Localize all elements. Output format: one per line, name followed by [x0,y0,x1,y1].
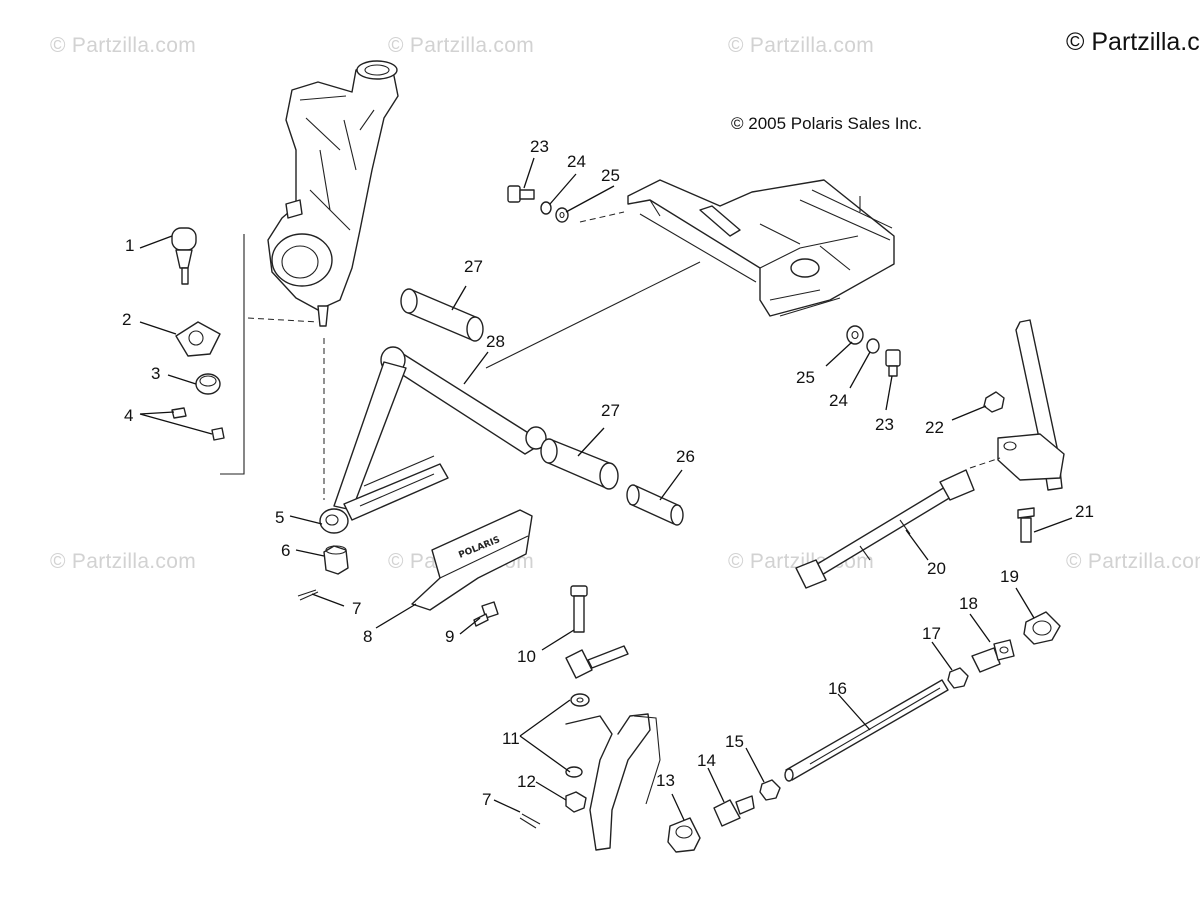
callout-23-upper: 23 [530,137,549,156]
callout-27-upper: 27 [464,257,483,276]
callout-28: 28 [486,332,505,351]
callout-2: 2 [122,310,132,329]
castle-nut [323,545,349,575]
assembly-line [485,261,701,369]
frame-bolt-lower [885,349,901,377]
watermark: © Partzilla.com [50,34,197,57]
callout-7-lower: 7 [482,790,492,809]
tie-rod-20 [795,469,975,589]
callout-9: 9 [445,627,455,646]
steering-bracket [565,713,661,851]
callout-24-lower: 24 [829,391,848,410]
callout-25-upper: 25 [601,166,620,185]
watermark: © Partzilla.com [388,34,535,57]
main-frame [579,179,895,317]
nut-22 [983,391,1005,413]
assembly-line [247,317,319,323]
lock-washer-upper [540,201,552,215]
group-bracket [220,234,245,475]
cotter-pin-lower [519,813,541,829]
callout-13: 13 [656,771,675,790]
callout-10: 10 [517,647,536,666]
callout-25-lower: 25 [796,368,815,387]
callout-27-lower: 27 [601,401,620,420]
washer-11-lower [565,766,583,778]
callout-5: 5 [275,508,285,527]
callout-24-upper: 24 [567,152,586,171]
tie-rod-end-14 [713,795,755,827]
callout-15: 15 [725,732,744,751]
callout-4: 4 [124,406,134,425]
tie-rod-end-center [565,645,629,679]
pivot-tube-lower [540,438,619,490]
callout-7: 7 [352,599,362,618]
rod-end-18 [971,639,1015,673]
jam-nut-15 [759,779,781,801]
a-arm-guard: POLARIS [411,509,533,611]
jam-nut-17 [947,667,969,689]
watermark: © Partzilla.com [1066,550,1200,573]
callout-22: 22 [925,418,944,437]
cotter-pins-4 [171,407,225,441]
washer-11-upper [570,693,590,707]
callout-11: 11 [502,729,520,748]
tie-rod [784,679,949,782]
callout-8: 8 [363,627,373,646]
copyright-notice: © 2005 Polaris Sales Inc. [731,114,923,133]
ball-joint [171,227,197,285]
bushing [626,484,684,526]
callout-17: 17 [922,624,941,643]
callout-16: 16 [828,679,847,698]
watermark: © Partzilla.com [50,550,197,573]
ball-joint-plate [175,321,221,357]
callout-14: 14 [697,751,716,770]
a-arm [319,346,547,534]
steering-knuckle [267,60,399,327]
callout-6: 6 [281,541,291,560]
tie-rod-end-13 [667,817,701,853]
lock-washer-lower [866,338,880,354]
pivot-tube-upper [400,288,484,342]
callout-3: 3 [151,364,161,383]
nut-12 [565,791,587,813]
callout-23-lower: 23 [875,415,894,434]
corner-watermark: © Partzilla.c [1066,28,1200,56]
callout-26: 26 [676,447,695,466]
callout-12: 12 [517,772,536,791]
callout-19: 19 [1000,567,1019,586]
callout-21: 21 [1075,502,1094,521]
watermark: © Partzilla.com [728,34,875,57]
callout-20: 20 [927,559,946,578]
cotter-pin [297,589,319,601]
frame-bolt-upper [507,185,535,203]
steering-post [997,319,1065,491]
callout-1: 1 [125,236,135,255]
rod-end-19 [1023,611,1061,645]
washer-lower [846,325,864,345]
bolt-21 [1017,507,1035,543]
tie-rod-bolt [570,585,588,633]
callout-18: 18 [959,594,978,613]
guard-bolt [473,601,499,627]
assembly-line [969,457,1001,469]
leader-lines [139,157,1073,821]
ball-joint-cap [195,373,221,395]
washer-upper [555,207,569,223]
